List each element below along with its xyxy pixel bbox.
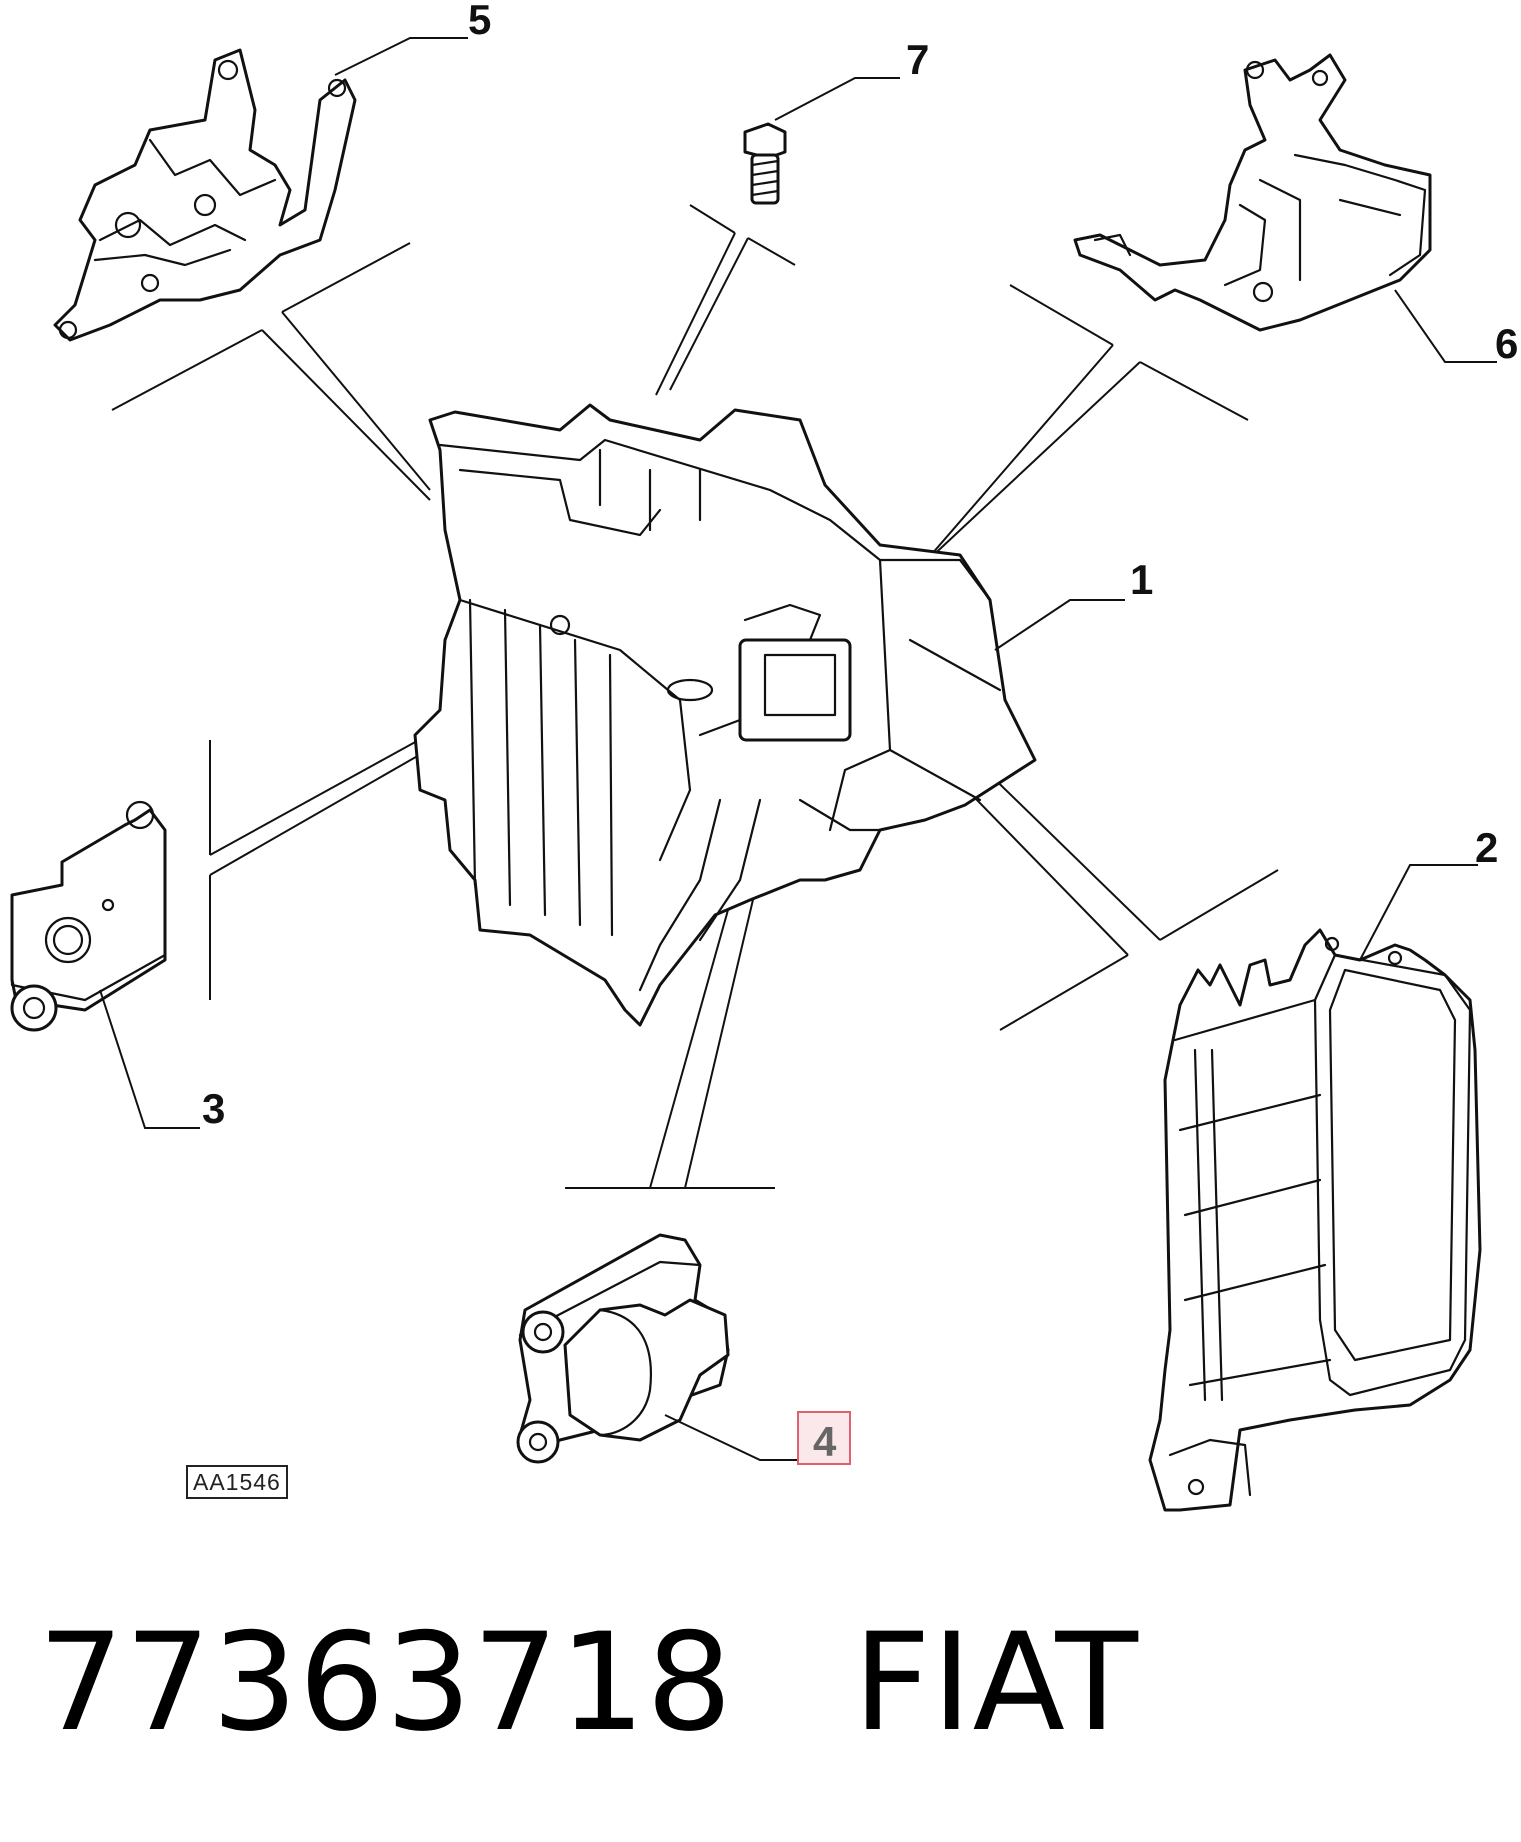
exploded-parts-diagram: 1 2 3 4 5 6 7 — [10, 0, 1518, 1512]
servo-actuator-part-4 — [516, 1233, 730, 1464]
part-number: 77363718 — [38, 1604, 734, 1761]
linkage-bracket-part-5 — [53, 48, 357, 342]
diagram-reference-code: AA1546 — [186, 1465, 288, 1499]
callout-6: 6 — [1495, 320, 1518, 367]
callout-labels: 1 2 3 4 5 6 7 — [202, 0, 1518, 1465]
callout-7: 7 — [906, 36, 929, 83]
brand-name: FIAT — [853, 1604, 1139, 1761]
callout-2: 2 — [1475, 824, 1498, 871]
callout-3: 3 — [202, 1085, 225, 1132]
callout-4-highlight — [797, 1411, 851, 1465]
callout-4: 4 — [813, 1418, 837, 1465]
callout-1: 1 — [1130, 556, 1153, 603]
callout-leaders — [99, 37, 1497, 1461]
assembly-leader-lines — [111, 204, 1279, 1189]
bolt-part-7 — [743, 122, 787, 205]
hvac-housing-part-1 — [413, 403, 1037, 1027]
actuator-with-linkage-part-6 — [1073, 53, 1432, 332]
flat-actuator-part-3 — [10, 800, 167, 1032]
callout-5: 5 — [468, 0, 491, 43]
filter-frame-part-2 — [1148, 928, 1482, 1512]
